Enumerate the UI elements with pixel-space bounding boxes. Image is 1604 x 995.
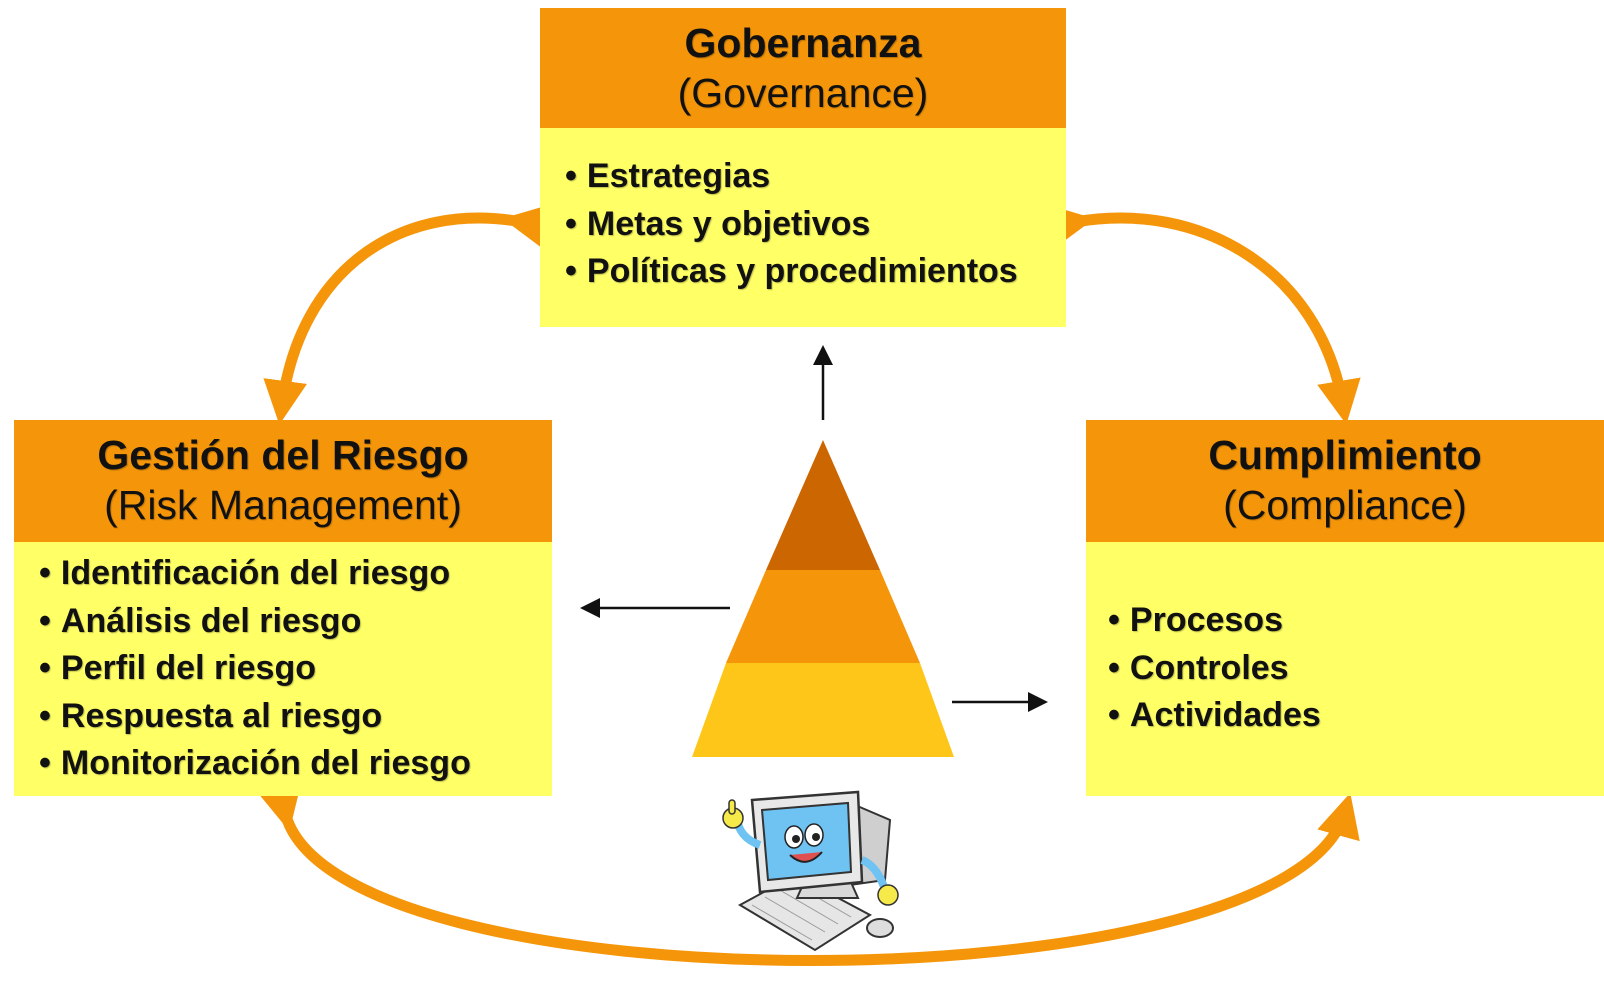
risk-list: •Identificación del riesgo •Análisis del… xyxy=(39,550,552,788)
bullet: • xyxy=(1108,696,1120,734)
bullet: • xyxy=(39,696,51,735)
bullet: • xyxy=(39,744,51,782)
governance-item: Políticas y procedimientos xyxy=(586,252,1018,290)
list-item: •Perfil del riesgo xyxy=(39,645,552,693)
bullet: • xyxy=(39,554,51,592)
pyramid-middle-tier xyxy=(726,570,920,663)
list-item: •Monitorización del riesgo xyxy=(39,740,552,788)
cycle-arrow-governance-risk xyxy=(263,204,550,425)
risk-header: Gestión del Riesgo (Risk Management) xyxy=(14,420,552,542)
bullet: • xyxy=(565,252,577,290)
compliance-item: Actividades xyxy=(1129,696,1321,734)
computer-mascot-icon xyxy=(722,790,899,952)
governance-item: Metas y objetivos xyxy=(586,204,871,243)
governance-title: Gobernanza xyxy=(684,20,922,66)
compliance-item: Procesos xyxy=(1129,601,1283,639)
risk-item: Identificación del riesgo xyxy=(60,554,451,592)
compliance-title: Cumplimiento xyxy=(1208,432,1482,478)
list-item: •Respuesta al riesgo xyxy=(39,693,552,741)
pyramid-bottom-tier xyxy=(692,663,954,757)
compliance-subtitle: (Compliance) xyxy=(1223,482,1467,528)
bullet: • xyxy=(565,204,577,243)
risk-title: Gestión del Riesgo xyxy=(97,432,469,478)
risk-item: Monitorización del riesgo xyxy=(60,744,471,782)
list-item: •Procesos xyxy=(1108,597,1604,645)
compliance-header: Cumplimiento (Compliance) xyxy=(1086,420,1604,542)
pyramid-top-tier xyxy=(766,440,880,570)
bullet: • xyxy=(1108,648,1120,687)
compliance-list: •Procesos •Controles •Actividades xyxy=(1108,597,1604,740)
bullet: • xyxy=(39,649,51,687)
cycle-arrow-risk-compliance xyxy=(258,783,1360,966)
compliance-box: Cumplimiento (Compliance) •Procesos •Con… xyxy=(1086,420,1604,796)
governance-item: Estrategias xyxy=(586,157,771,195)
risk-subtitle: (Risk Management) xyxy=(104,482,462,528)
governance-box: Gobernanza (Governance) •Estrategias •Me… xyxy=(540,8,1066,327)
list-item: •Controles xyxy=(1108,645,1604,693)
list-item: •Análisis del riesgo xyxy=(39,598,552,646)
compliance-body: •Procesos •Controles •Actividades xyxy=(1086,542,1604,796)
pyramid xyxy=(692,440,954,757)
bullet: • xyxy=(1108,601,1120,639)
list-item: •Metas y objetivos xyxy=(565,201,1066,249)
risk-body: •Identificación del riesgo •Análisis del… xyxy=(14,542,552,796)
list-item: •Estrategias xyxy=(565,153,1066,201)
governance-subtitle: (Governance) xyxy=(677,70,929,116)
bullet: • xyxy=(565,157,577,195)
list-item: •Actividades xyxy=(1108,692,1604,740)
bullet: • xyxy=(39,601,51,640)
risk-box: Gestión del Riesgo (Risk Management) •Id… xyxy=(14,420,552,796)
list-item: •Identificación del riesgo xyxy=(39,550,552,598)
cycle-arrow-governance-compliance xyxy=(1047,204,1361,425)
compliance-item: Controles xyxy=(1129,648,1289,687)
governance-list: •Estrategias •Metas y objetivos •Polític… xyxy=(565,153,1066,296)
risk-item: Perfil del riesgo xyxy=(60,649,316,687)
governance-header: Gobernanza (Governance) xyxy=(540,8,1066,128)
list-item: •Políticas y procedimientos xyxy=(565,248,1066,296)
governance-body: •Estrategias •Metas y objetivos •Polític… xyxy=(540,128,1066,327)
risk-item: Respuesta al riesgo xyxy=(60,696,383,735)
risk-item: Análisis del riesgo xyxy=(60,601,362,640)
